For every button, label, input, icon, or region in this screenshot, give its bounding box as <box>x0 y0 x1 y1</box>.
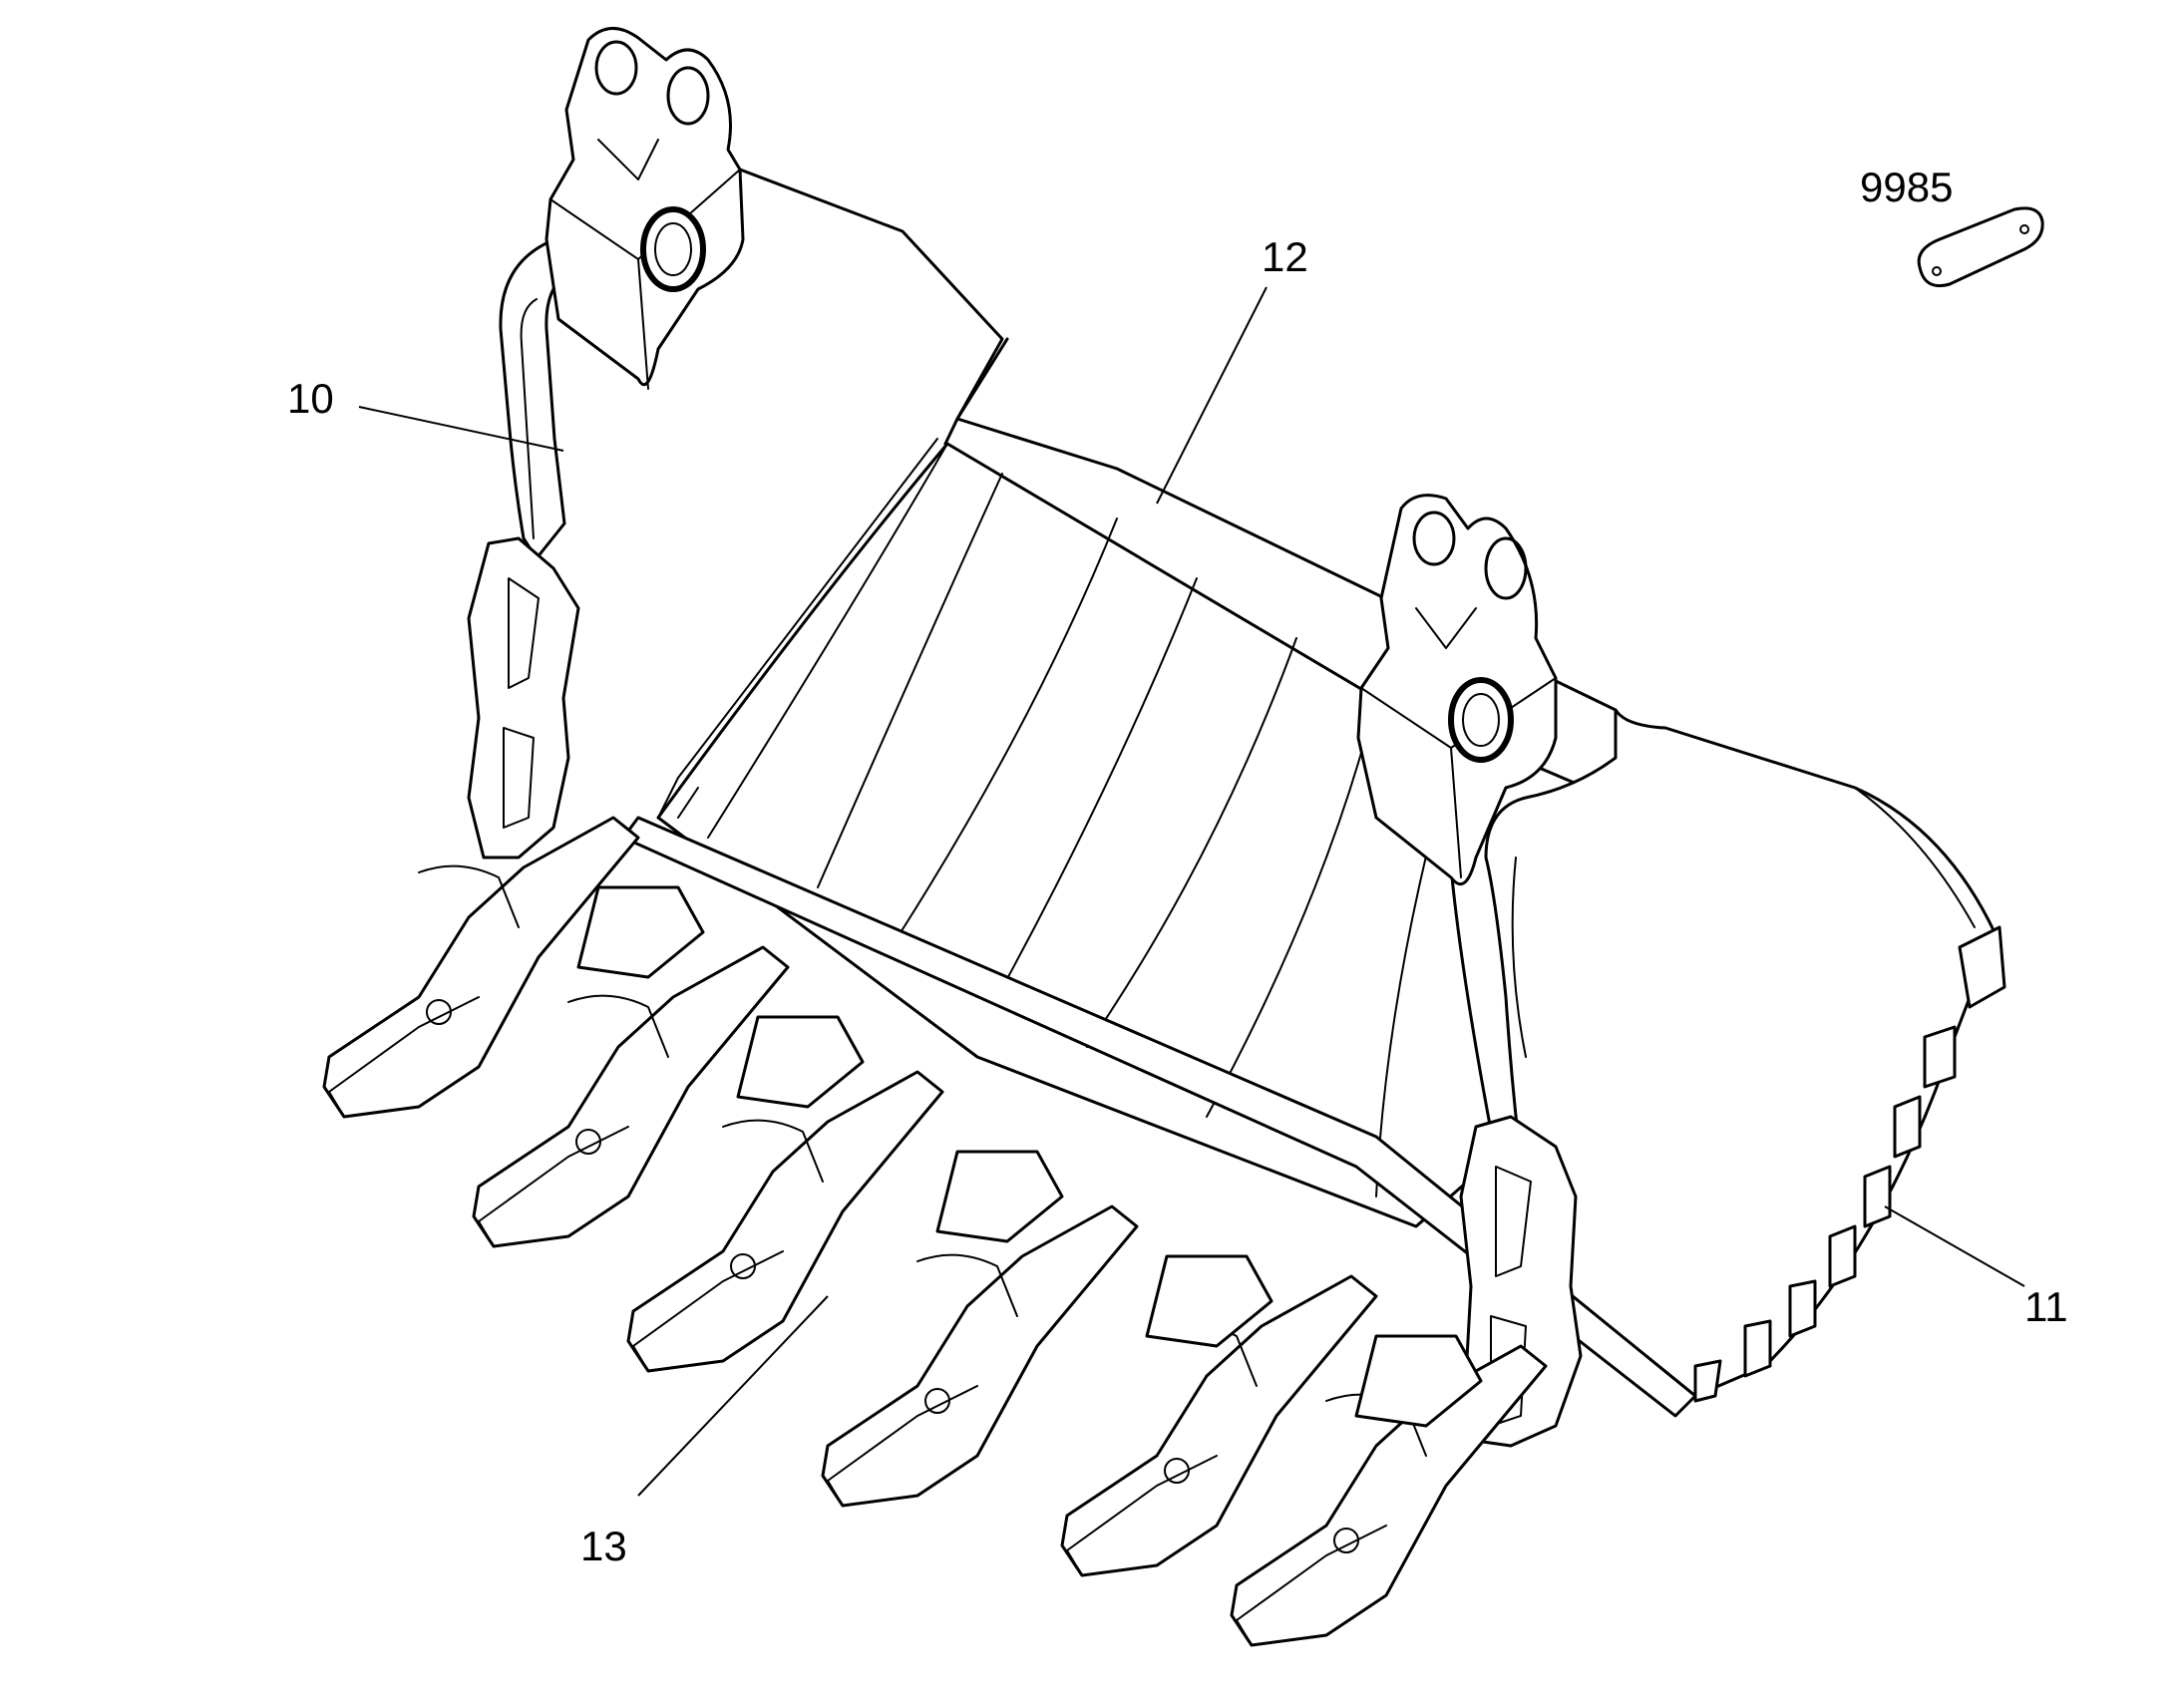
lip-shroud-3 <box>935 1150 1064 1243</box>
callout-10: 10 <box>287 375 334 422</box>
tooth-2 <box>472 945 790 1248</box>
lip-shroud-5 <box>1354 1334 1483 1428</box>
callout-12: 12 <box>1262 233 1308 280</box>
tooth-1 <box>322 816 640 1119</box>
identification-plate <box>1917 206 2044 288</box>
left-pivot-bracket <box>545 27 745 390</box>
tooth-3 <box>626 1070 944 1373</box>
leader-11 <box>1884 1205 2025 1287</box>
right-pivot-bracket <box>1356 494 1558 886</box>
bucket-left-side-plate <box>499 239 575 560</box>
leader-lines <box>358 286 2025 1497</box>
tooth-4 <box>821 1204 1139 1508</box>
lip-shroud-1 <box>576 885 705 979</box>
left-side-cutter <box>467 536 580 859</box>
callout-11: 11 <box>2024 1283 2068 1330</box>
leader-13 <box>637 1295 829 1497</box>
bucket-shell <box>656 438 1498 1228</box>
leader-10 <box>358 406 564 452</box>
bucket-right-side-plate <box>1484 708 2006 1403</box>
lip-shroud-4 <box>1145 1254 1273 1348</box>
lip-shroud-2 <box>736 1015 865 1109</box>
callout-9985: 9985 <box>1860 164 1953 210</box>
leader-12 <box>1156 286 1268 505</box>
callout-13: 13 <box>580 1523 627 1569</box>
